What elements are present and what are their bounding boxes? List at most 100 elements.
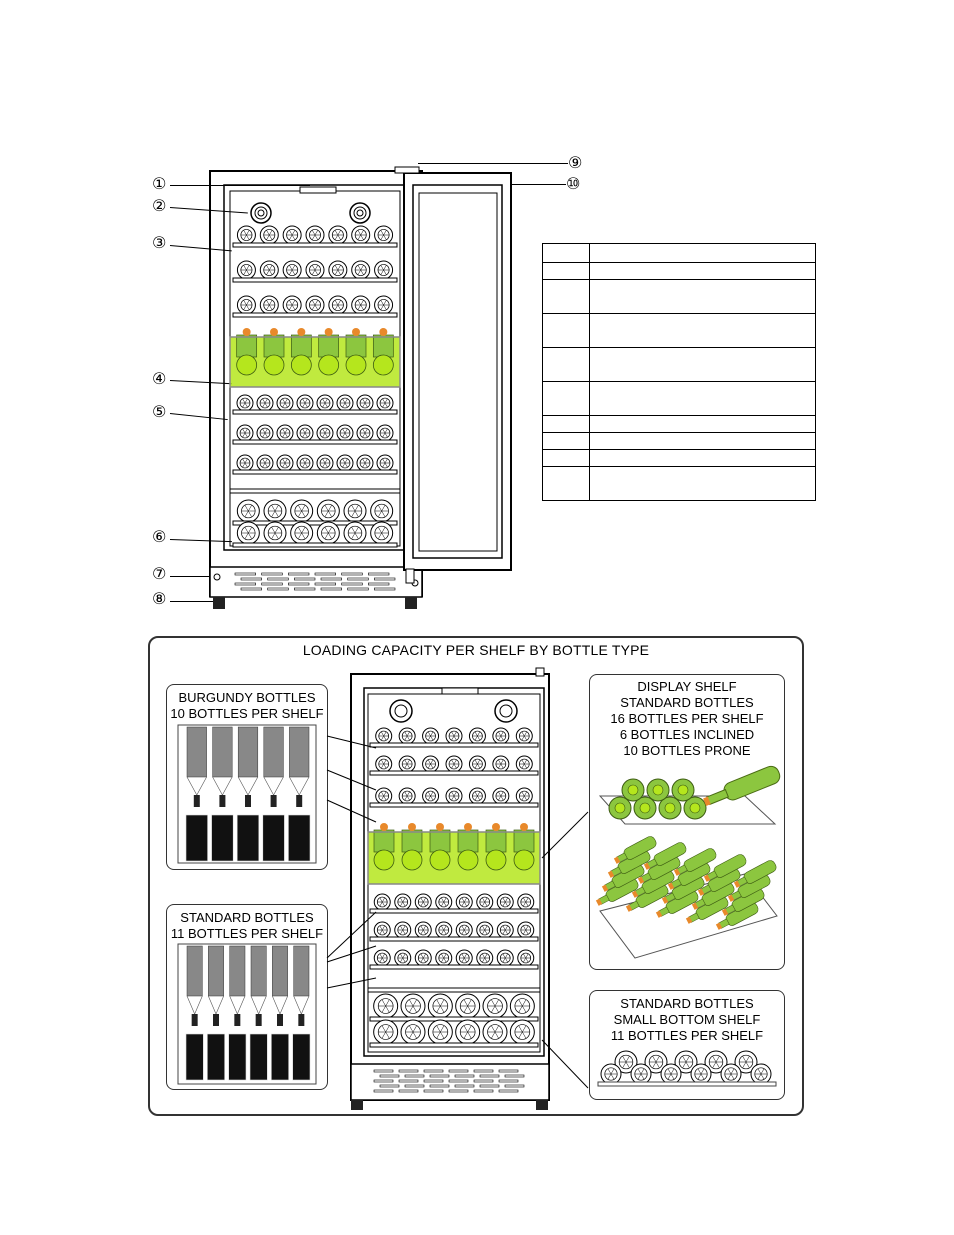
vent-slot [368,572,390,576]
vent-slot [448,1089,469,1093]
vent-slot [473,1069,494,1073]
bottle-end [482,993,508,1019]
bottle-end [296,454,314,472]
burgundy-label: BURGUNDY BOTTLES 10 BOTTLES PER SHELF [166,690,328,722]
bottle-end [492,727,510,745]
bottle-end [336,394,354,412]
callout-3: ③ [152,233,167,252]
bottle-end [370,521,394,545]
upright-bottle [249,945,268,1081]
vent-slot [379,1084,400,1088]
bottle-end [509,1019,535,1045]
display-bottle [429,823,451,871]
panel-title: LOADING CAPACITY PER SHELF BY BOTTLE TYP… [302,642,650,658]
bottle-end [468,787,486,805]
bottle-end [517,893,535,911]
bottle-end [328,225,348,245]
burgundy-line1: BURGUNDY BOTTLES [178,690,316,705]
bottom-line3: 11 BOTTLES PER SHELF [610,1028,764,1043]
bottle-end [374,225,394,245]
prone-bottle [691,882,735,910]
display-bottle [345,328,367,376]
cooler-drawing [209,166,512,609]
display-bottle [401,823,423,871]
bottle-end [414,949,432,967]
callout-7: ⑦ [152,564,167,583]
vent-slot [373,1079,394,1083]
table-row [542,279,816,314]
upright-bottle [288,726,311,862]
standard-line1: STANDARD BOTTLES [180,910,314,925]
display-bottle [457,823,479,871]
vent-slot [294,577,316,581]
glass-door [403,172,512,571]
shelf-rail [369,770,539,776]
bottle-end [398,755,416,773]
fan-right [349,202,371,224]
vent-slot [341,582,363,586]
bottle-end [517,949,535,967]
bottle-end [496,921,514,939]
display-bottle [236,328,258,376]
display-bottle [263,328,285,376]
leader-line-8 [170,601,220,602]
table-row [542,262,816,280]
bottle-end [720,1063,742,1085]
callout-9: ⑨ [568,153,583,172]
bottle-end [455,993,481,1019]
bottle-end [263,499,287,523]
bottle-end [316,521,340,545]
shelf-rail [232,409,398,415]
prone-bottle [655,890,699,918]
vent-slot [294,587,316,591]
callout-5: ⑤ [152,402,167,421]
standard-line2: 11 BOTTLES PER SHELF [170,926,324,941]
bottle-end [370,499,394,523]
vent-slot [473,1079,494,1083]
bottle-end [422,787,440,805]
vent-slot [398,1089,419,1093]
bottle-end [414,893,432,911]
prone-bottle [643,842,687,870]
bottle-end [316,394,334,412]
bottle-end [373,949,391,967]
upright-bottle [207,945,225,1081]
vent-slot [267,577,289,581]
vent-slot [479,1074,500,1078]
shelf-rail [369,964,539,970]
prone-bottle [601,864,645,892]
vent-slot [234,582,256,586]
bottle-end [496,893,514,911]
callout-4: ④ [152,369,167,388]
display-line1: DISPLAY SHELF [637,679,737,694]
bottle-end [644,1050,668,1074]
bottle-end [600,1063,622,1085]
prone-bottle [613,836,657,864]
vent-slot [448,1079,469,1083]
bottle-end [290,499,314,523]
display-bottle [485,823,507,871]
vent-slot [504,1074,525,1078]
upright-bottle [236,726,260,862]
bottle-end [427,1019,453,1045]
leader-line-10 [512,184,566,185]
upright-bottle [292,945,311,1081]
vent-slot [234,572,256,576]
vent-slot [240,587,262,591]
vent-slot [479,1084,500,1088]
shelf-rail [232,520,398,526]
bottle-end [375,755,393,773]
vent-slot [320,587,342,591]
display-bottle [318,328,340,376]
leader-line-7 [170,576,216,577]
display-bottle [513,823,535,871]
vent-slot [454,1084,475,1088]
vent-slot [373,1069,394,1073]
vent-slot [404,1074,425,1078]
shelf-rail [369,742,539,748]
bottom-line2: SMALL BOTTOM SHELF [613,1012,761,1027]
display-line2: STANDARD BOTTLES [620,695,754,710]
callout-2: ② [152,196,167,215]
vent-slot [347,577,369,581]
